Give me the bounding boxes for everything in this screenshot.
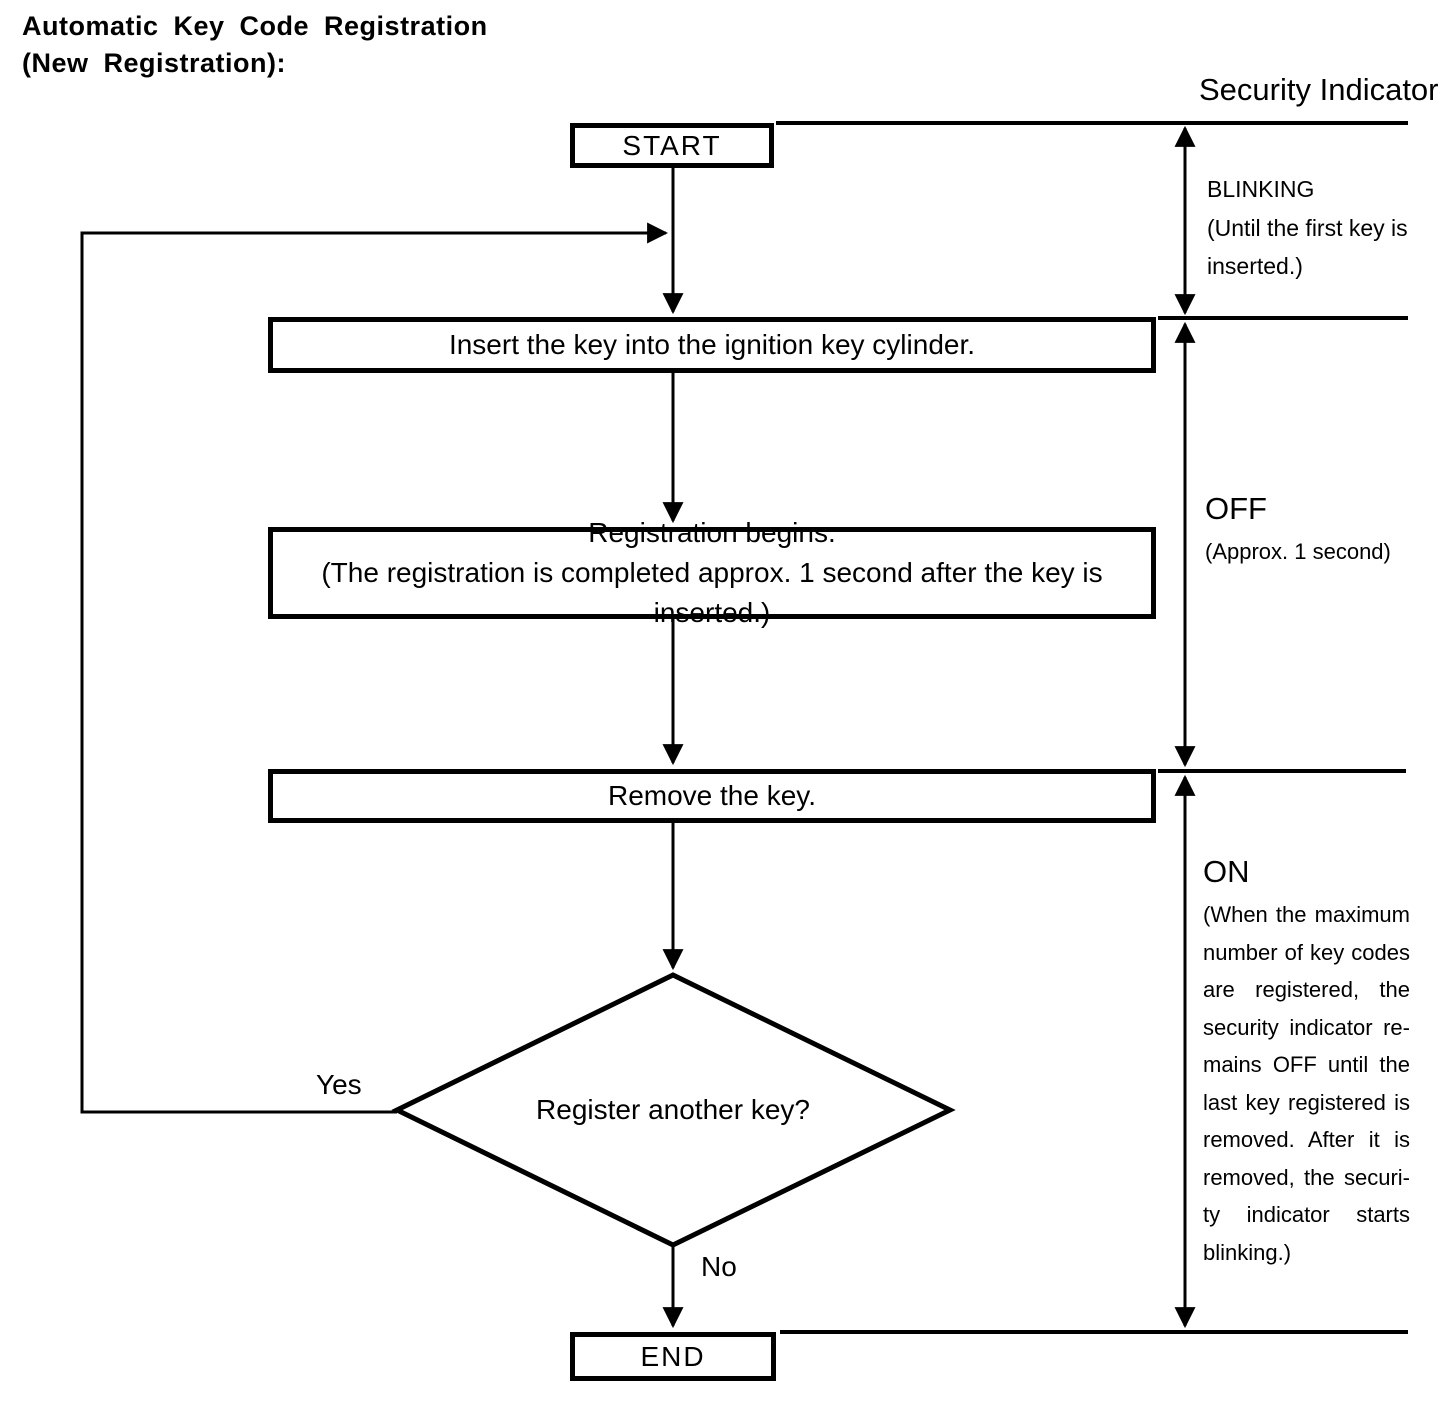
diagram-title-line-2: (New Registration): — [22, 48, 287, 78]
edge-label-yes: Yes — [316, 1069, 362, 1100]
indicator-state-off-note-line: (Approx. 1 second) — [1205, 539, 1391, 564]
node-remove-key: Remove the key. — [268, 769, 1156, 823]
indicator-state-on: ON (When the maximum number of key codes… — [1203, 852, 1410, 1271]
indicator-state-blinking: BLINKING (Until the first key is inserte… — [1207, 170, 1408, 286]
indicator-state-on-note-line: (When the maximum — [1203, 902, 1410, 927]
indicator-state-blinking-note-line: inserted.) — [1207, 253, 1303, 279]
diagram-title: Automatic Key Code Registration (New Reg… — [22, 8, 488, 82]
indicator-state-on-note-line: are registered, the — [1203, 977, 1410, 1002]
indicator-state-on-note-line: ty indicator starts — [1203, 1202, 1410, 1227]
indicator-state-on-note-line: number of key codes — [1203, 939, 1410, 965]
indicator-state-on-note-line: security indicator re- — [1203, 1014, 1410, 1040]
node-registration-line-1: Registration begins. — [588, 517, 836, 548]
indicator-state-blinking-note-line: (Until the first key is — [1207, 214, 1408, 241]
indicator-state-blinking-name: BLINKING — [1207, 176, 1315, 202]
node-end: END — [570, 1332, 776, 1381]
node-registration-line-2: (The registration is completed approx. 1… — [321, 557, 1103, 628]
indicator-state-on-note-line: removed. After it is — [1203, 1127, 1410, 1152]
node-start-label: START — [622, 129, 722, 161]
loop-arrow-yes — [80, 222, 669, 1114]
node-insert-key-label: Insert the key into the ignition key cyl… — [448, 329, 976, 360]
indicator-state-off-name: OFF — [1205, 491, 1267, 526]
node-end-label: END — [640, 1340, 706, 1372]
node-start: START — [570, 123, 774, 168]
edge-label-no: No — [701, 1251, 737, 1282]
indicator-state-on-note-line: mains OFF until the — [1203, 1052, 1410, 1077]
node-remove-key-label: Remove the key. — [607, 780, 817, 811]
indicator-state-on-note-line: last key registered is — [1203, 1089, 1410, 1115]
indicator-state-on-note-line: removed, the securi- — [1203, 1164, 1410, 1190]
node-registration: Registration begins. (The registration i… — [268, 517, 1156, 628]
diagram-title-line-1: Automatic Key Code Registration — [22, 11, 488, 41]
security-indicator-heading: Security Indicator — [1199, 72, 1439, 107]
indicator-state-on-name: ON — [1203, 854, 1250, 889]
node-insert-key: Insert the key into the ignition key cyl… — [268, 317, 1156, 373]
indicator-state-off: OFF (Approx. 1 second) — [1205, 489, 1391, 569]
indicator-state-on-note-line: blinking.) — [1203, 1239, 1292, 1265]
node-decision-label: Register another key? — [536, 1094, 810, 1125]
indicator-state-on-note: (When the maximum number of key codes ar… — [1203, 896, 1410, 1271]
decision-diamond — [391, 972, 956, 1248]
